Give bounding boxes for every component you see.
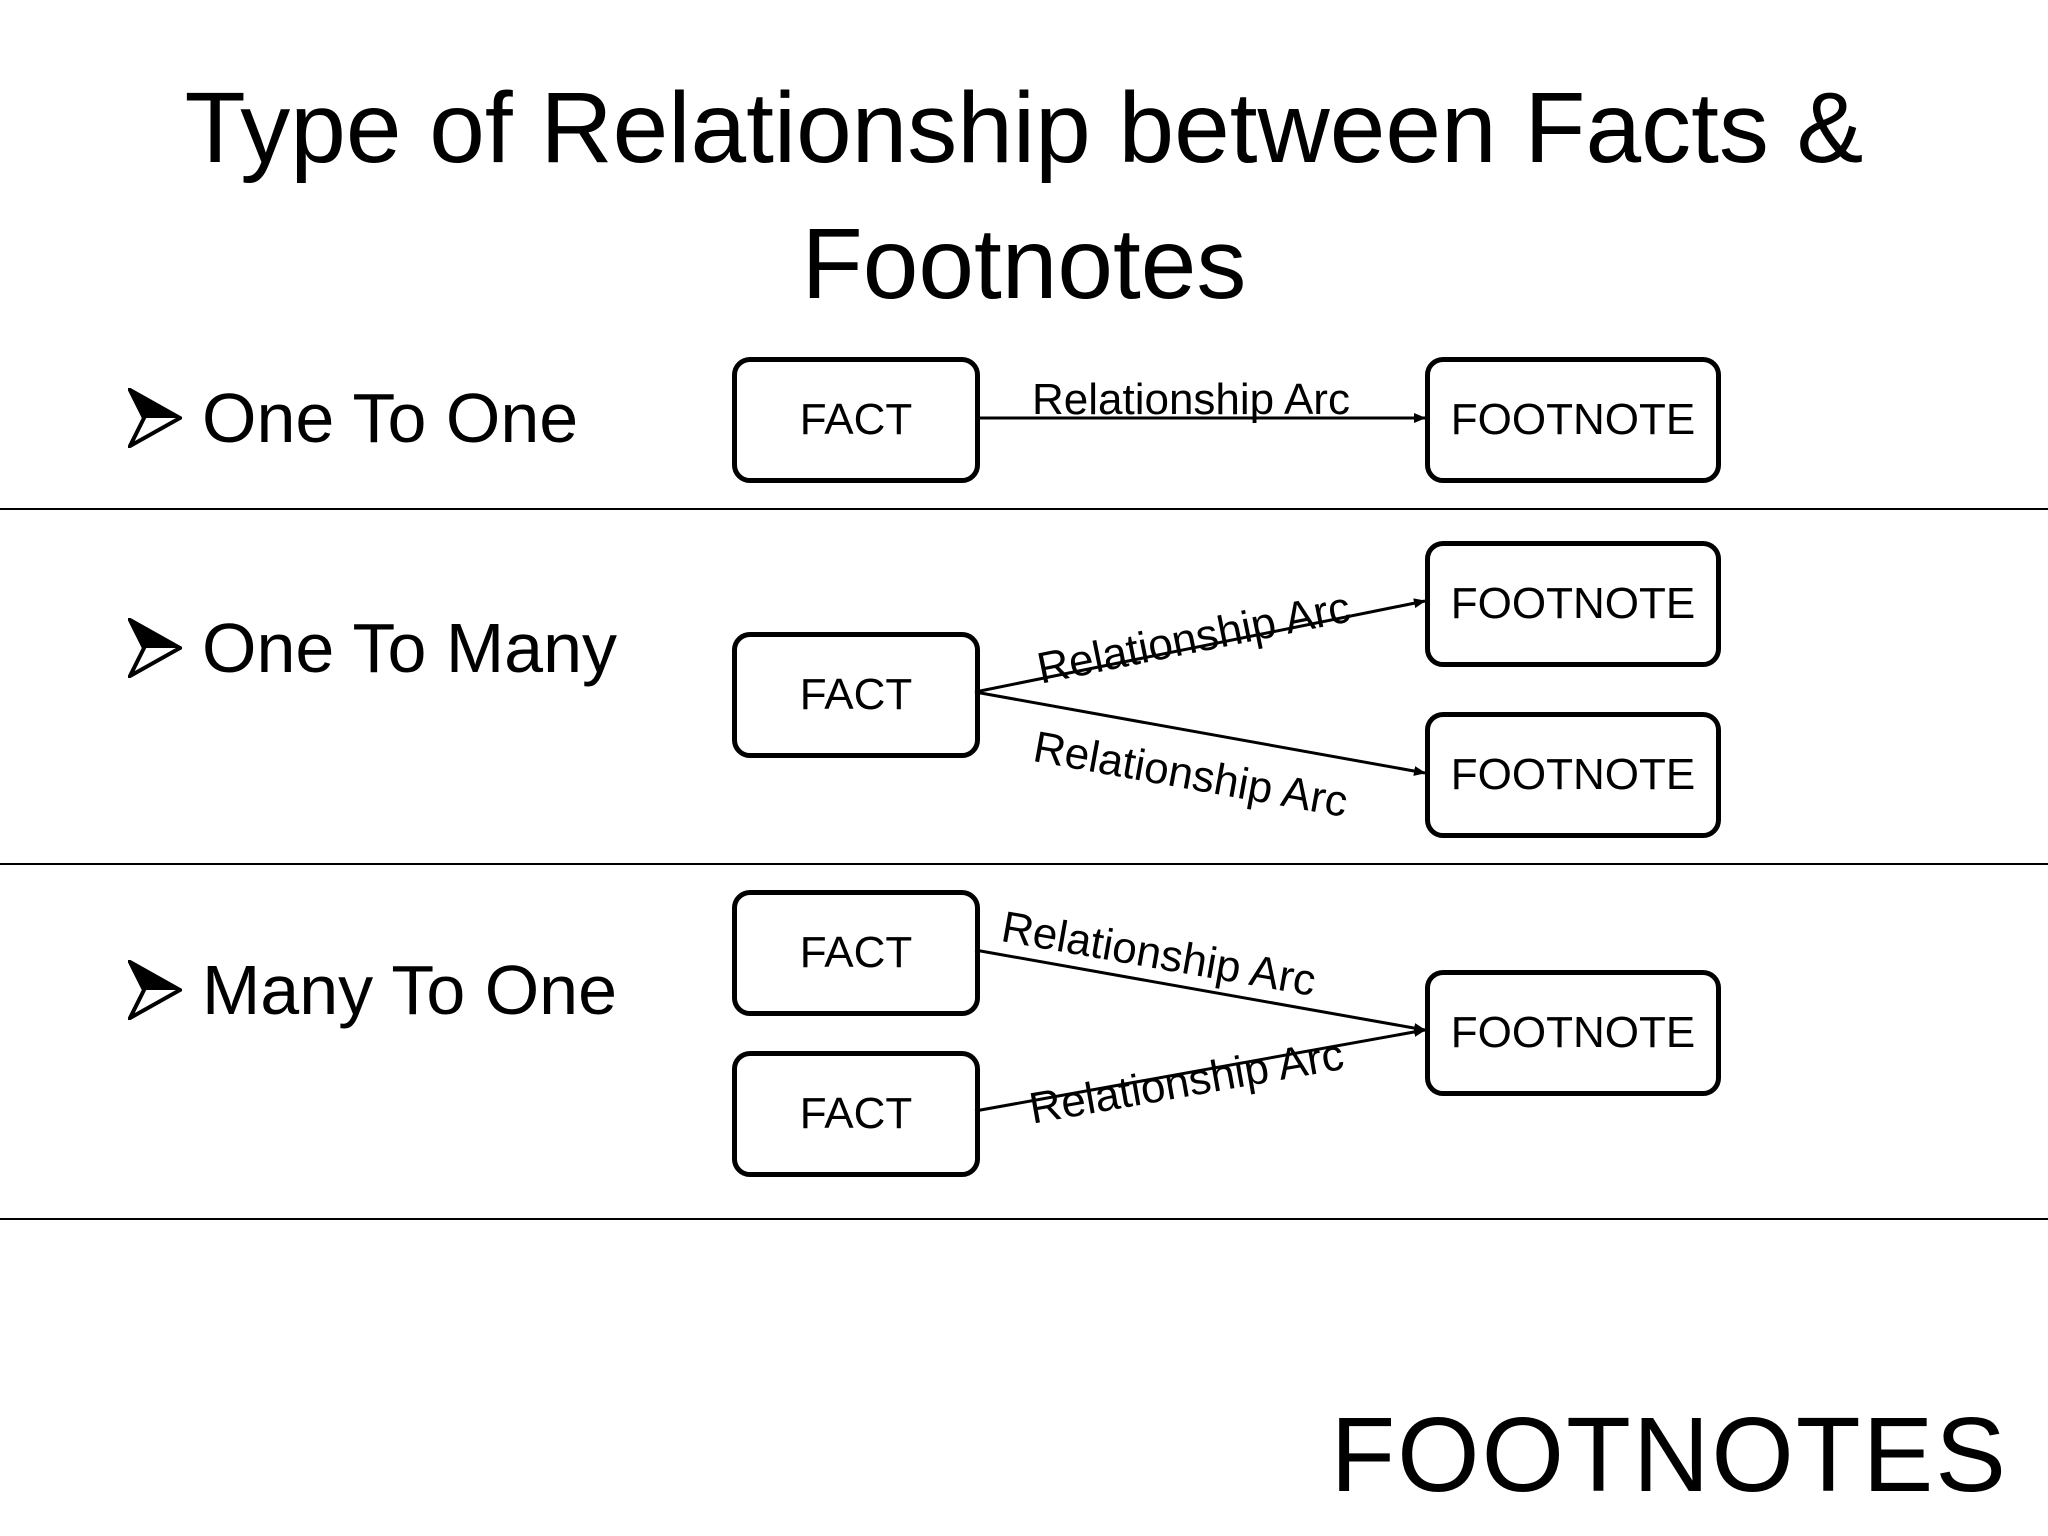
- footnotes-logo-text: FOOTNOTES: [1330, 1396, 2008, 1514]
- fact-label: FACT: [799, 1089, 913, 1138]
- fact-label: FACT: [799, 395, 913, 444]
- arrowhead-bullet-icon: [128, 388, 182, 448]
- relationship-arrow: [974, 690, 1426, 776]
- fact-box: FACT: [732, 1051, 980, 1177]
- section-divider: [0, 1218, 2048, 1220]
- section-label-one-to-many: One To Many: [128, 608, 617, 688]
- section-label-text: Many To One: [202, 951, 618, 1029]
- footnote-label: FOOTNOTE: [1450, 395, 1696, 444]
- footnote-label: FOOTNOTE: [1450, 750, 1696, 799]
- footnote-label: FOOTNOTE: [1450, 1008, 1696, 1057]
- relationship-arrow: [974, 948, 1426, 1033]
- section-label-text: One To One: [202, 379, 579, 457]
- page-title: Type of Relationship between Facts & Foo…: [0, 60, 2048, 332]
- footnote-box: FOOTNOTE: [1425, 541, 1721, 667]
- relationship-arrow: [974, 598, 1426, 694]
- section-label-many-to-one: Many To One: [128, 950, 617, 1030]
- arc-label: Relationship Arc: [1032, 375, 1350, 424]
- title-line-1: Type of Relationship between Facts &: [184, 72, 1864, 184]
- fact-label: FACT: [799, 670, 913, 719]
- section-divider: [0, 863, 2048, 865]
- fact-box: FACT: [732, 632, 980, 758]
- section-label-text: One To Many: [202, 609, 618, 687]
- fact-box: FACT: [732, 357, 980, 483]
- section-label-one-to-one: One To One: [128, 378, 578, 458]
- section-divider: [0, 508, 2048, 510]
- fact-box: FACT: [732, 890, 980, 1016]
- footnote-box: FOOTNOTE: [1425, 357, 1721, 483]
- footnote-box: FOOTNOTE: [1425, 970, 1721, 1096]
- relationship-arrow: [974, 1027, 1426, 1113]
- arrowhead-bullet-icon: [128, 618, 182, 678]
- footnote-box: FOOTNOTE: [1425, 712, 1721, 838]
- footnote-label: FOOTNOTE: [1450, 579, 1696, 628]
- arrowhead-bullet-icon: [128, 960, 182, 1020]
- fact-label: FACT: [799, 928, 913, 977]
- title-line-2: Footnotes: [801, 208, 1247, 320]
